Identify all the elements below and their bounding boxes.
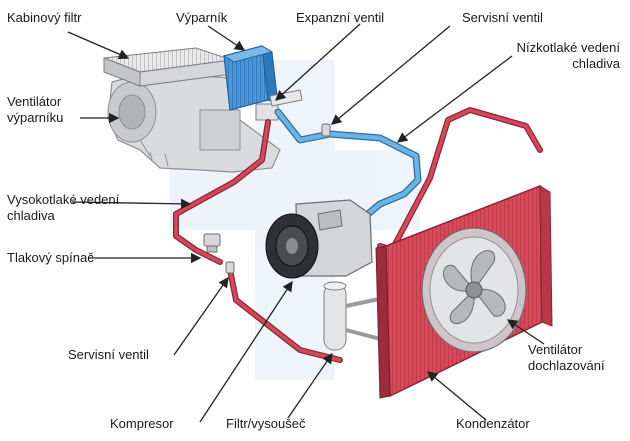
label-cooling-fan: Ventilátor dochlazování (528, 342, 605, 374)
leader-evaporator (207, 25, 246, 51)
leader-lines (67, 23, 545, 423)
leader-expansion-valve (275, 23, 361, 101)
label-service-valve-bottom: Servisní ventil (68, 347, 149, 362)
leader-service-valve-bottom (173, 276, 229, 356)
label-cooling-fan-2: dochlazování (528, 358, 605, 373)
label-evaporator: Výparník (176, 10, 228, 25)
label-evaporator-fan-1: Ventilátor (7, 94, 62, 109)
evaporator-core (222, 45, 279, 111)
label-filter-drier: Filtr/vysoušeč (226, 416, 306, 431)
leader-high-pressure-line (71, 198, 192, 210)
label-cooling-fan-1: Ventilátor (528, 342, 583, 357)
label-evaporator-fan: Ventilátor výparníku (7, 94, 63, 126)
label-pressure-switch: Tlakový spínač (7, 250, 94, 265)
filter-drier-part (323, 281, 385, 351)
cooling-fan-part (421, 227, 527, 353)
label-condenser: Kondenzátor (456, 416, 530, 431)
label-expansion-valve: Expanzní ventil (296, 10, 385, 25)
label-high-pressure-line-1: Vysokotlaké vedení (7, 192, 120, 207)
pressure-switch-part (203, 233, 221, 253)
leader-low-pressure-line (396, 55, 513, 143)
leader-filter-drier (287, 352, 333, 419)
service-valve-bottom (225, 261, 235, 274)
service-valve-top (321, 123, 331, 137)
low-pressure-lines (274, 108, 422, 218)
leader-service-valve-top (330, 25, 451, 125)
leader-condenser (426, 371, 487, 421)
evaporator-fan-housing (107, 71, 281, 173)
leader-cabin-filter (67, 31, 130, 60)
label-compressor: Kompresor (110, 416, 174, 431)
label-high-pressure-line: Vysokotlaké vedení chladiva (7, 192, 119, 224)
leader-cooling-fan (506, 319, 545, 345)
label-low-pressure-line-1: Nízkotlaké vedení (516, 40, 620, 55)
label-low-pressure-line-2: chladiva (572, 56, 620, 71)
compressor-unit (265, 199, 373, 279)
label-cabin-filter: Kabinový filtr (7, 10, 82, 25)
label-low-pressure-line: Nízkotlaké vedení chladiva (486, 40, 620, 72)
label-evaporator-fan-2: výparníku (7, 110, 64, 125)
label-service-valve-top: Servisní ventil (462, 10, 543, 25)
label-high-pressure-line-2: chladiva (7, 208, 55, 223)
leader-compressor (199, 280, 293, 423)
